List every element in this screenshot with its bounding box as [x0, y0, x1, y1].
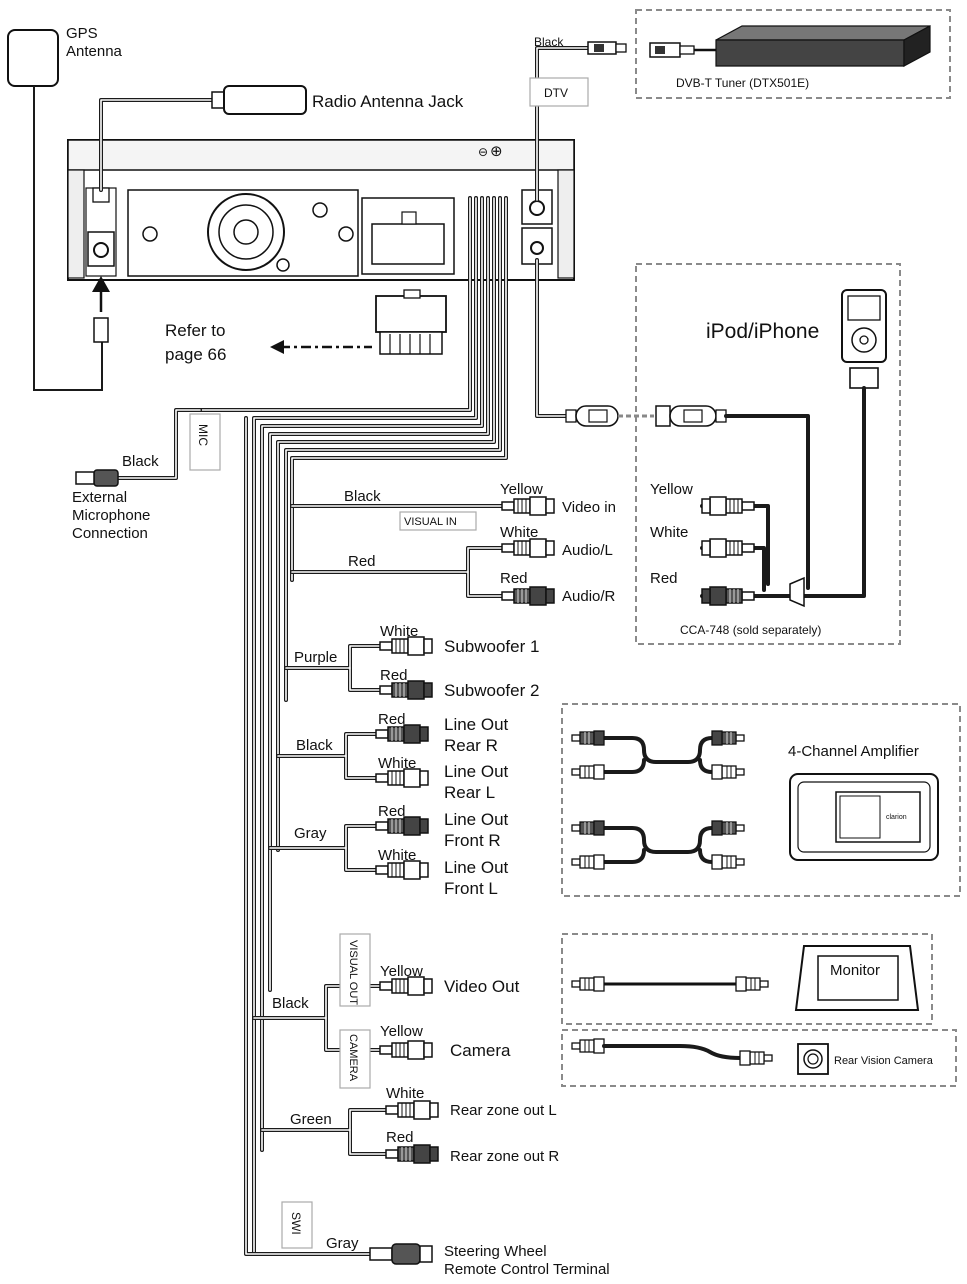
- rear-zone-r-color: Red: [386, 1129, 414, 1146]
- arrow-left-icon: [270, 340, 284, 354]
- ipod-red: Red: [650, 570, 678, 587]
- sub1-label: Subwoofer 1: [444, 637, 539, 656]
- front-r-label-1: Line Out: [444, 810, 509, 829]
- rear-camera-box: [561, 1029, 957, 1087]
- dvbt-tuner-box: [635, 9, 951, 99]
- mic-cable: [75, 408, 221, 487]
- subwoofer-wire: Purple: [294, 649, 337, 666]
- monitor-label: Monitor: [830, 962, 880, 979]
- swi-tag: SWI: [289, 1212, 303, 1235]
- video-in-label: Video in: [562, 499, 616, 516]
- mic-label-1: External: [72, 489, 127, 506]
- ipod-title: iPod/iPhone: [706, 320, 819, 343]
- visual-in-wire-red: Red: [348, 553, 376, 570]
- rear-r-label-1: Line Out: [444, 715, 509, 734]
- wire-harness: [198, 196, 508, 1256]
- rear-zone-wire: Green: [290, 1111, 332, 1128]
- front-l-label-2: Front L: [444, 879, 498, 898]
- video-in-color: Yellow: [500, 481, 543, 498]
- rear-r-label-2: Rear R: [444, 736, 498, 755]
- rear-wire: Black: [296, 737, 333, 754]
- sub2-label: Subwoofer 2: [444, 681, 539, 700]
- mic-tag: MIC: [196, 424, 210, 446]
- amp-brand: clarion: [886, 814, 907, 821]
- swi-label-2: Remote Control Terminal: [444, 1261, 610, 1278]
- radio-antenna-cable: [99, 85, 307, 192]
- monitor-box: [561, 933, 933, 1025]
- rear-zone-l-color: White: [386, 1085, 424, 1102]
- head-unit: ⊖ ⊕: [67, 139, 575, 281]
- ipod-white: White: [650, 524, 688, 541]
- audio-r-color: Red: [500, 570, 528, 587]
- gps-label-1: GPS: [66, 25, 98, 42]
- rear-zone-cables: [260, 1100, 439, 1164]
- rear-l-label-1: Line Out: [444, 762, 509, 781]
- rear-r-color: Red: [378, 711, 406, 728]
- front-l-label-1: Line Out: [444, 858, 509, 877]
- rear-line-out-cables: [276, 724, 429, 788]
- dvbt-tuner-label: DVB-T Tuner (DTX501E): [676, 76, 809, 90]
- subwoofer-cables: [284, 636, 433, 700]
- radio-antenna-label: Radio Antenna Jack: [312, 92, 464, 111]
- refer-line-2: page 66: [165, 345, 226, 364]
- sub2-color: Red: [380, 667, 408, 684]
- mic-wire-color: Black: [122, 453, 159, 470]
- sub1-color: White: [380, 623, 418, 640]
- mic-label-3: Connection: [72, 525, 148, 542]
- camera-label: Camera: [450, 1041, 511, 1060]
- rear-l-color: White: [378, 755, 416, 772]
- arrow-up-icon: [92, 276, 110, 292]
- front-r-color: Red: [378, 803, 406, 820]
- iso-connector: [270, 289, 447, 355]
- visual-out-camera-cables: [252, 933, 433, 1089]
- svg-text:⊕: ⊕: [490, 143, 503, 160]
- visual-in-wire-black: Black: [344, 488, 381, 505]
- front-line-out-cables: [268, 816, 429, 880]
- audio-r-label: Audio/R: [562, 588, 616, 605]
- ipod-yellow: Yellow: [650, 481, 693, 498]
- svg-text:⊖: ⊖: [478, 145, 488, 159]
- front-wire: Gray: [294, 825, 327, 842]
- video-out-color: Yellow: [380, 963, 423, 980]
- swi-wire: Gray: [326, 1235, 359, 1252]
- audio-l-label: Audio/L: [562, 542, 613, 559]
- front-l-color: White: [378, 847, 416, 864]
- visual-in-tag: VISUAL IN: [404, 516, 457, 528]
- swi-label-1: Steering Wheel: [444, 1243, 547, 1260]
- rear-zone-r-label: Rear zone out R: [450, 1148, 559, 1165]
- video-out-label: Video Out: [444, 977, 520, 996]
- rear-camera-label: Rear Vision Camera: [834, 1055, 934, 1067]
- swi-cable: [281, 1201, 433, 1265]
- visual-in-cables: [290, 496, 555, 606]
- amplifier-box: clarion: [561, 703, 961, 897]
- camera-color: Yellow: [380, 1023, 423, 1040]
- front-r-label-2: Front R: [444, 831, 501, 850]
- audio-l-color: White: [500, 524, 538, 541]
- gps-label-2: Antenna: [66, 43, 123, 60]
- rear-zone-l-label: Rear zone out L: [450, 1102, 557, 1119]
- dtv-wire-color: Black: [534, 35, 564, 49]
- dtv-cable: [529, 41, 627, 202]
- ipod-cable-label: CCA-748 (sold separately): [680, 623, 821, 637]
- camera-tag: CAMERA: [347, 1034, 359, 1082]
- ipod-box: [635, 263, 901, 645]
- visual-out-wire: Black: [272, 995, 309, 1012]
- gps-antenna: [7, 29, 110, 391]
- visual-out-tag: VISUAL OUT: [347, 940, 359, 1005]
- refer-line-1: Refer to: [165, 321, 225, 340]
- dtv-tag: DTV: [544, 86, 568, 100]
- mic-label-2: Microphone: [72, 507, 150, 524]
- amplifier-title: 4-Channel Amplifier: [788, 743, 919, 760]
- rear-l-label-2: Rear L: [444, 783, 495, 802]
